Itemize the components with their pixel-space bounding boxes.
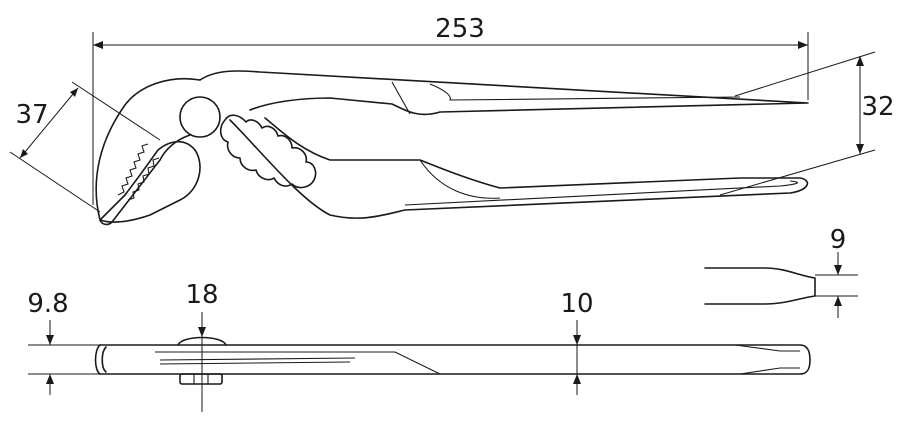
pivot-bolt — [179, 96, 221, 138]
side-body — [99, 344, 811, 375]
jaw-outer — [95, 77, 201, 226]
pliers-top-view — [95, 70, 809, 226]
jaw-inner — [99, 140, 201, 223]
dimension-overall-length: 253 — [92, 14, 809, 205]
dimension-9-8-label: 9.8 — [27, 289, 68, 319]
side-pivot-nut — [179, 373, 223, 385]
side-nose — [94, 344, 107, 375]
dimension-32-label: 32 — [861, 92, 894, 122]
dimension-handle-width: 32 — [719, 51, 895, 196]
tip-detail: 9 — [704, 225, 858, 318]
dimension-handle-thickness: 10 — [560, 289, 594, 395]
side-tip-detail — [734, 344, 800, 375]
tip-outline — [704, 267, 816, 305]
dimension-side-thickness: 9.8 — [27, 289, 100, 395]
adjustment-slot — [219, 114, 317, 189]
jaw-teeth-lower — [127, 157, 160, 201]
pliers-side-view — [94, 336, 811, 385]
dimension-pivot-width: 18 — [185, 280, 219, 412]
dimension-37-label: 37 — [15, 100, 48, 130]
upper-handle — [199, 70, 809, 116]
lower-handle-grip-line — [404, 180, 798, 206]
dimension-253-label: 253 — [435, 14, 485, 44]
dimension-18-label: 18 — [185, 280, 218, 310]
dimension-10-label: 10 — [560, 289, 593, 319]
dimension-jaw-opening: 37 — [9, 81, 161, 213]
lower-handle — [229, 117, 809, 219]
side-inner-handle — [155, 351, 441, 375]
dimension-9-label: 9 — [830, 225, 847, 255]
lower-handle-bend — [419, 159, 501, 199]
jaw-teeth — [117, 143, 149, 196]
upper-handle-inner-line — [391, 81, 741, 115]
